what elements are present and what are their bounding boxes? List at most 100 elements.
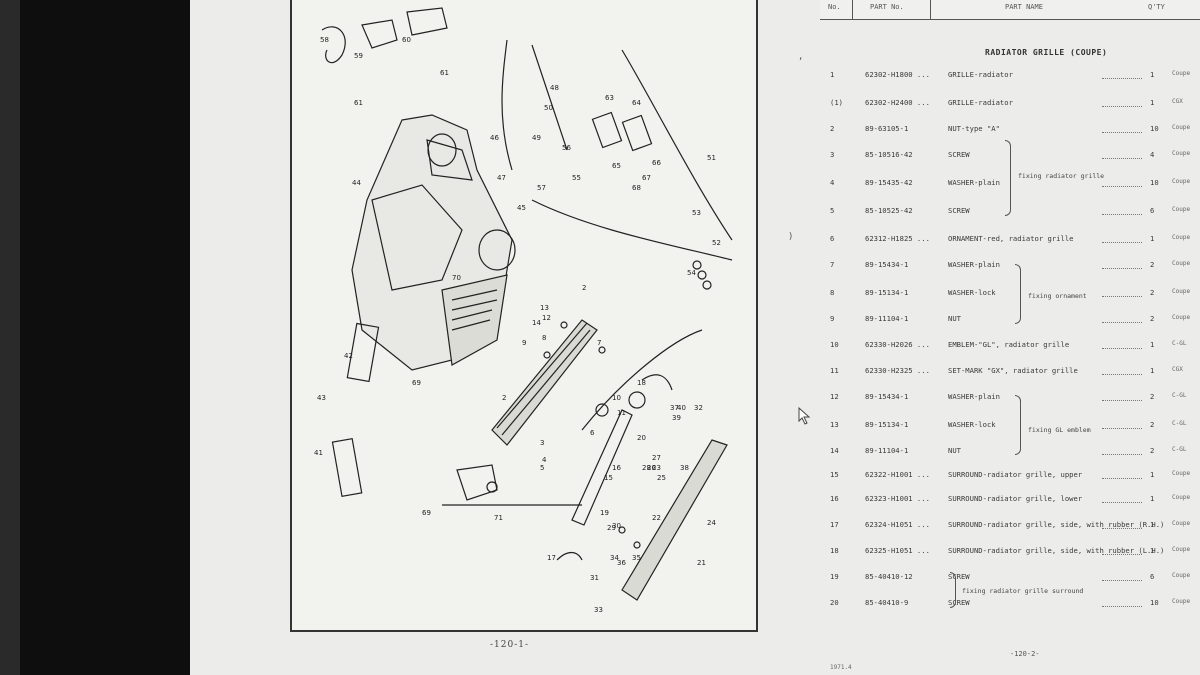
callout-36: 36 — [617, 559, 626, 567]
callout-42: 42 — [344, 352, 353, 360]
row-quantity: 6 — [1150, 572, 1155, 581]
row-part-name: SURROUND-radiator grille, side, with rub… — [948, 520, 1165, 529]
callout-48: 48 — [550, 84, 559, 92]
grille-bars — [451, 289, 498, 331]
leader-dots — [1102, 78, 1142, 79]
script-emblem-1 — [321, 26, 346, 64]
leader-dots — [1102, 502, 1142, 503]
callout-67: 67 — [642, 174, 651, 182]
row-quantity: 1 — [1150, 520, 1155, 529]
callout-40: 40 — [677, 404, 686, 412]
leader-dots — [1102, 106, 1142, 107]
leader-dots — [1102, 348, 1142, 349]
callout-31: 31 — [590, 574, 599, 582]
callout-64: 64 — [632, 99, 641, 107]
callout-34: 34 — [610, 554, 619, 562]
exploded-diagram: 58 59 60 61 61 44 46 47 48 49 50 51 52 5… — [314, 7, 733, 614]
callout-25: 25 — [657, 474, 666, 482]
callout-35: 35 — [632, 554, 641, 562]
section-title: RADIATOR GRILLE (COUPE) — [985, 48, 1108, 57]
callout-49: 49 — [532, 134, 541, 142]
leader-dots — [1102, 158, 1142, 159]
row-number: 13 — [830, 420, 839, 429]
emblem-10 — [628, 391, 646, 409]
side-surround-17 — [556, 551, 583, 561]
row-model: Coupe — [1172, 314, 1191, 321]
row-number: 18 — [830, 546, 839, 555]
bracket-emblem — [1015, 395, 1021, 455]
callout-43: 43 — [317, 394, 326, 402]
ornament-6 — [595, 403, 609, 417]
row-model: Coupe — [1172, 260, 1191, 267]
row-part-name: WASHER-plain — [948, 178, 1000, 187]
row-number: 2 — [830, 124, 835, 133]
row-number: 11 — [830, 366, 839, 375]
bumper-part-21 — [621, 439, 728, 601]
leader-dots — [1102, 528, 1142, 529]
leader-dots — [1102, 296, 1142, 297]
callout-32: 32 — [694, 404, 703, 412]
callout-69b: 69 — [412, 379, 421, 387]
row-model: Coupe — [1172, 520, 1191, 527]
grille-lines — [496, 322, 591, 436]
row-model: C-GL — [1172, 340, 1187, 347]
row-quantity: 10 — [1150, 124, 1159, 133]
emblem-42 — [346, 322, 380, 383]
row-number: 5 — [830, 206, 835, 215]
callout-70: 70 — [452, 274, 461, 282]
callout-22: 22 — [652, 514, 661, 522]
row-part-number: 89-15434-1 — [865, 392, 909, 401]
row-part-name: SCREW — [948, 572, 970, 581]
leader-dots — [1102, 374, 1142, 375]
row-number: 3 — [830, 150, 835, 159]
callout-38: 38 — [680, 464, 689, 472]
row-part-number: 85-40410-12 — [865, 572, 913, 581]
molding-48 — [531, 44, 568, 151]
row-model: Coupe — [1172, 572, 1191, 579]
callout-61: 61 — [440, 69, 449, 77]
row-part-number: 62302-H1800 ... — [865, 70, 930, 79]
header-qty: Q'TY — [1148, 3, 1165, 11]
row-part-number: 89-15434-1 — [865, 260, 909, 269]
row-model: Coupe — [1172, 598, 1191, 605]
bracket-note-surround: fixing radiator grille surround — [962, 587, 1084, 595]
row-part-name: ORNAMENT-red, radiator grille — [948, 234, 1074, 243]
row-quantity: 1 — [1150, 470, 1155, 479]
bracket-note-ornament: fixing ornament — [1028, 292, 1087, 300]
diagram-frame: 58 59 60 61 61 44 46 47 48 49 50 51 52 5… — [290, 0, 758, 632]
row-model: Coupe — [1172, 70, 1191, 77]
monitor-bezel-left — [0, 0, 20, 675]
footer-mark: 1971.4 — [830, 664, 852, 671]
row-model: Coupe — [1172, 470, 1191, 477]
callout-5: 5 — [540, 464, 544, 472]
leader-dots — [1102, 580, 1142, 581]
fastener — [702, 280, 712, 290]
callout-24: 24 — [707, 519, 716, 527]
header-part-no: PART No. — [870, 3, 904, 11]
front-grille-area — [441, 274, 508, 366]
row-part-name: WASHER-plain — [948, 260, 1000, 269]
row-part-number: 62330-H2325 ... — [865, 366, 930, 375]
callout-41: 41 — [314, 449, 323, 457]
surround-lower — [571, 409, 633, 526]
callout-19: 19 — [600, 509, 609, 517]
row-model: Coupe — [1172, 494, 1191, 501]
row-number: 12 — [830, 392, 839, 401]
callout-3: 3 — [540, 439, 544, 447]
callout-69: 69 — [422, 509, 431, 517]
row-number: 4 — [830, 178, 835, 187]
row-quantity: 4 — [1150, 150, 1155, 159]
callout-57: 57 — [537, 184, 546, 192]
callout-66: 66 — [652, 159, 661, 167]
part-63 — [591, 111, 623, 149]
row-quantity: 1 — [1150, 340, 1155, 349]
leader-dots — [1102, 400, 1142, 401]
row-model: Coupe — [1172, 546, 1191, 553]
